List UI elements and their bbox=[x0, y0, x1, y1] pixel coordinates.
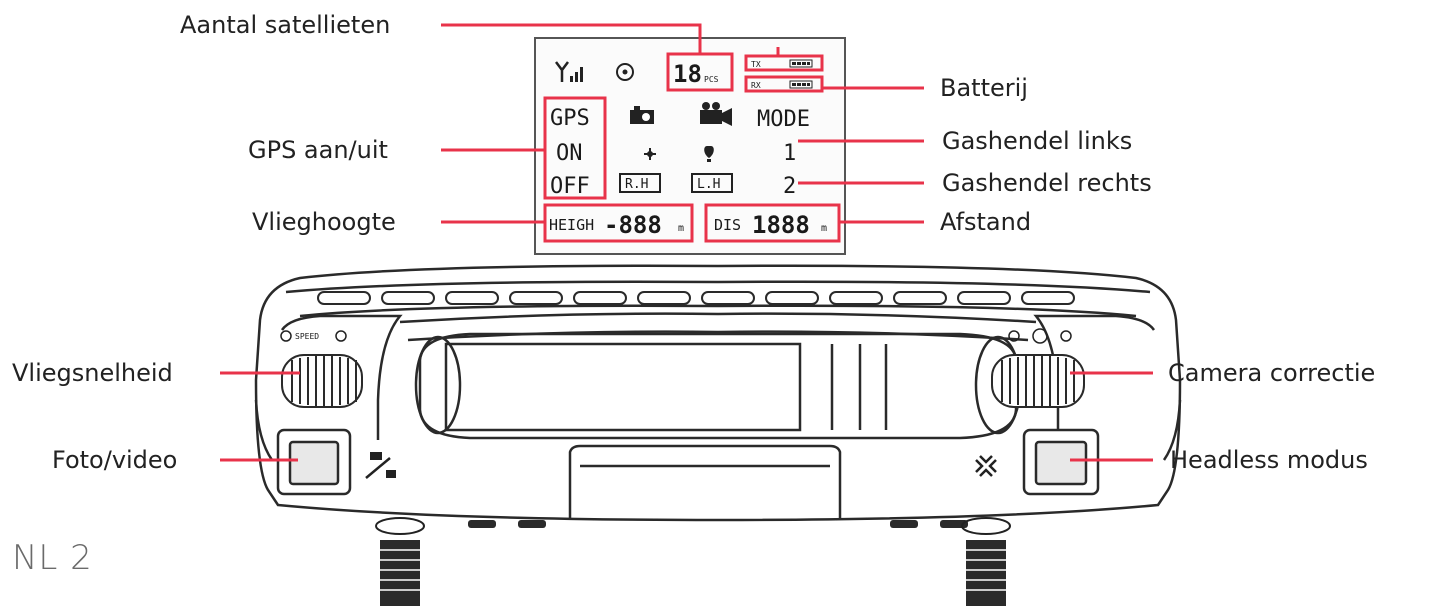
tx-label: TX bbox=[751, 60, 761, 69]
label-battery: Batterij bbox=[940, 74, 1028, 102]
speed-label: SPEED bbox=[295, 332, 319, 341]
battery-indicators: TX RX bbox=[744, 54, 824, 93]
label-speed: Vliegsnelheid bbox=[12, 359, 173, 387]
mode-1-value: 1 bbox=[783, 141, 796, 166]
rh-label: R.H bbox=[625, 177, 648, 192]
page-number: NL 2 bbox=[12, 538, 93, 578]
label-throttle-right: Gashendel rechts bbox=[942, 169, 1152, 197]
vent-slots bbox=[317, 291, 1075, 305]
callout-line-satellites bbox=[441, 23, 702, 54]
rx-label: RX bbox=[751, 81, 761, 90]
label-headless-mode: Headless modus bbox=[1170, 446, 1368, 474]
label-altitude: Vlieghoogte bbox=[252, 208, 396, 236]
mode-2-value: 2 bbox=[783, 174, 796, 199]
sat-count-value: 18 bbox=[673, 60, 702, 88]
distance-label: DIS bbox=[714, 216, 741, 234]
distance-value: 1888 bbox=[752, 211, 810, 239]
distance-unit: m bbox=[821, 223, 827, 234]
callout-lines bbox=[220, 23, 1153, 462]
height-label: HEIGH bbox=[549, 216, 594, 234]
lcd-screen: 18 PCS TX RX GPS ON OFF bbox=[534, 37, 846, 255]
height-value: -888 bbox=[604, 211, 662, 239]
controller-body bbox=[254, 264, 1182, 522]
gps-label: GPS bbox=[550, 106, 590, 131]
height-unit: m bbox=[678, 223, 684, 234]
gps-on-label: ON bbox=[556, 141, 583, 166]
signal-icon bbox=[555, 61, 583, 82]
callout-line-battery bbox=[776, 47, 924, 90]
headless-mode-button bbox=[1022, 428, 1100, 496]
label-gps-toggle: GPS aan/uit bbox=[248, 136, 388, 164]
right-thumbstick bbox=[961, 517, 1011, 606]
sat-count-unit: PCS bbox=[704, 75, 719, 84]
label-throttle-left: Gashendel links bbox=[942, 127, 1133, 155]
label-photo-video: Foto/video bbox=[52, 446, 178, 474]
mode-label: MODE bbox=[757, 107, 810, 132]
camera-tilt-icons bbox=[1008, 328, 1072, 344]
camera-correction-wheel bbox=[991, 354, 1085, 408]
video-icon bbox=[700, 102, 732, 126]
gps-off-label: OFF bbox=[550, 174, 590, 199]
return-home-icon bbox=[704, 146, 714, 162]
left-thumbstick bbox=[375, 517, 425, 606]
rx-battery-icon bbox=[789, 80, 813, 89]
photo-video-button bbox=[276, 428, 352, 496]
photo-video-symbol-icon bbox=[365, 452, 396, 479]
headless-symbol-icon bbox=[975, 455, 997, 477]
speed-wheel bbox=[281, 354, 363, 408]
tx-battery-icon bbox=[789, 59, 813, 68]
lh-label: L.H bbox=[697, 177, 720, 192]
label-camera-correction: Camera correctie bbox=[1168, 359, 1376, 387]
label-satellites: Aantal satellieten bbox=[180, 11, 391, 39]
headless-icon bbox=[644, 148, 656, 160]
speed-label-group: SPEED bbox=[280, 330, 347, 342]
label-distance: Afstand bbox=[940, 208, 1032, 236]
photo-icon bbox=[630, 106, 654, 124]
satellite-icon bbox=[616, 63, 634, 81]
